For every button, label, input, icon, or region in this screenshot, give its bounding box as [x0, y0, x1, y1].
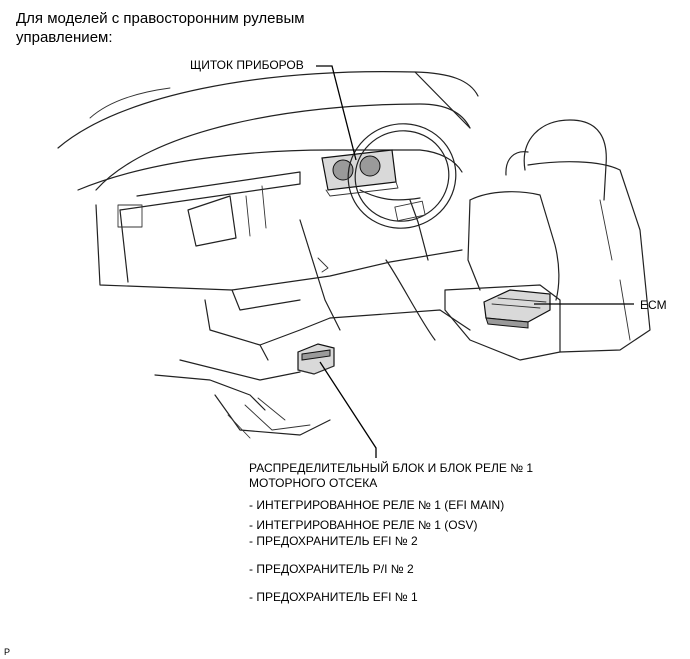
relay-block-item: - ИНТЕГРИРОВАННОЕ РЕЛЕ № 1 (OSV) [249, 518, 478, 532]
combination-meter-label: ЩИТОК ПРИБОРОВ [190, 58, 304, 72]
relay-block-title-line1: РАСПРЕДЕЛИТЕЛЬНЫЙ БЛОК И БЛОК РЕЛЕ № 1 [249, 461, 534, 475]
relay-block-title-line2: МОТОРНОГО ОТСЕКА [249, 476, 378, 490]
dashboard-outline [77, 149, 463, 341]
seat-outline [444, 119, 651, 361]
relay-block-icon [297, 343, 335, 375]
diagram-heading-line2: управлением: [16, 29, 113, 46]
relay-block-item: - ИНТЕГРИРОВАННОЕ РЕЛЕ № 1 (EFI MAIN) [249, 498, 505, 512]
windshield-outline [57, 71, 479, 191]
relay-block-leader [319, 361, 377, 458]
ecm-label: ECM [640, 298, 667, 312]
relay-block-item: - ПРЕДОХРАНИТЕЛЬ P/I № 2 [249, 562, 414, 576]
ecu-module-icon [483, 289, 551, 329]
relay-block-item: - ПРЕДОХРАНИТЕЛЬ EFI № 1 [249, 590, 418, 604]
steering-wheel-outline [347, 123, 457, 261]
relay-block-item: - ПРЕДОХРАНИТЕЛЬ EFI № 2 [249, 534, 418, 548]
footer-mark: P [4, 647, 11, 657]
diagram-heading-line1: Для моделей с правосторонним рулевым [16, 10, 305, 27]
floor-outline [154, 299, 471, 439]
combination-meter-leader [316, 65, 357, 161]
